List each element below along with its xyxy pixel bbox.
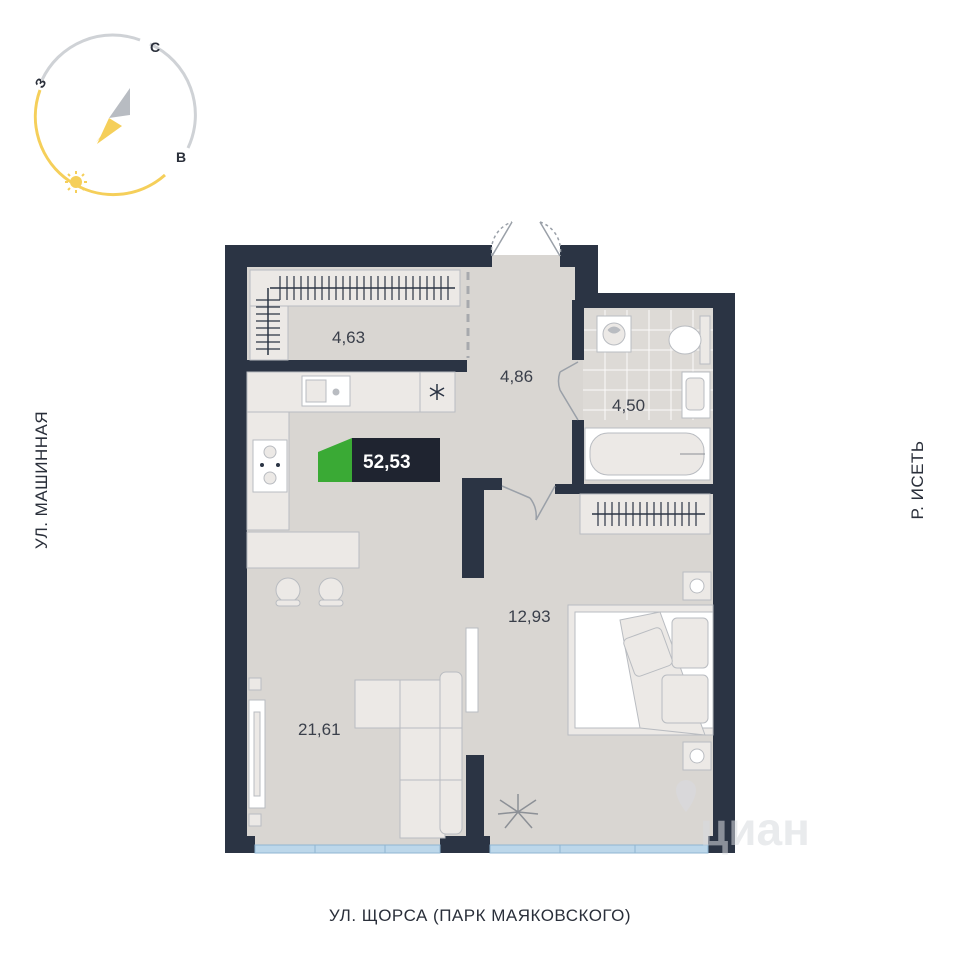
tv-unit: [248, 677, 266, 827]
street-label-left: УЛ. МАШИННАЯ: [32, 410, 51, 550]
walls: [225, 245, 735, 853]
area-flag-icon: [318, 438, 352, 482]
bath-sink-icon: [681, 371, 711, 419]
compass-needle-icon: [97, 88, 130, 144]
location-pin-icon: [676, 780, 696, 812]
mirror: [465, 627, 479, 713]
bathtub-icon: [584, 427, 711, 481]
compass: С В З: [31, 33, 197, 197]
storage-shelves: [249, 269, 461, 361]
bed: [567, 604, 714, 736]
sun-icon: [65, 171, 87, 193]
street-label-right: Р. ИСЕТЬ: [908, 440, 927, 520]
furniture: [246, 269, 714, 839]
total-area-badge: 52,53: [318, 438, 440, 482]
room-area-living-kitchen: 21,61: [298, 720, 341, 739]
bedroom-door-icon: [501, 485, 556, 521]
watermark-text: циан: [700, 803, 810, 855]
nightstands: [682, 571, 712, 771]
doors: [490, 221, 579, 521]
compass-north-label: С: [150, 39, 160, 55]
watermark: циан: [676, 780, 810, 855]
total-area-value: 52,53: [363, 452, 411, 473]
compass-west-label: З: [31, 75, 49, 91]
windows: [254, 844, 709, 854]
street-label-bottom: УЛ. ЩОРСА (ПАРК МАЯКОВСКОГО): [328, 906, 632, 925]
snowflake-icon: [429, 384, 445, 400]
room-area-hallway: 4,86: [500, 367, 533, 386]
room-area-storage: 4,63: [332, 328, 365, 347]
toilet-icon: [668, 315, 711, 365]
room-area-bedroom: 12,93: [508, 607, 551, 626]
plant-icon: [497, 794, 539, 829]
bar-stools: [275, 577, 344, 607]
kitchen-counter: [246, 371, 456, 531]
bar-counter: [246, 531, 360, 569]
washing-machine-icon: [596, 315, 632, 353]
entrance-door-icon: [490, 221, 562, 257]
compass-east-label: В: [176, 149, 186, 165]
sofa: [354, 671, 463, 839]
room-area-bathroom: 4,50: [612, 396, 645, 415]
bathroom-door-icon: [557, 361, 579, 421]
wardrobe: [579, 493, 711, 535]
